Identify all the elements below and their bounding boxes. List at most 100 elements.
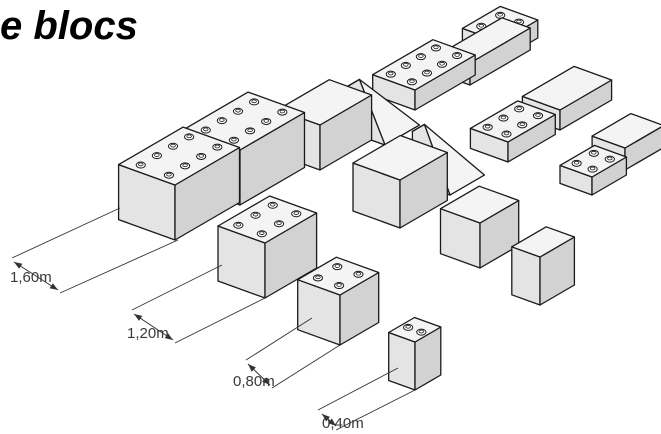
dimension-0-80m-arrow-start	[248, 364, 256, 372]
blocks-group	[117, 5, 661, 391]
stud-rim	[424, 70, 430, 75]
dimension-1-20m-arrow-start	[134, 314, 143, 321]
stud-rim	[418, 329, 425, 334]
stud-rim	[203, 127, 209, 132]
block-right-studded-small	[559, 144, 628, 196]
stud-rim	[263, 119, 269, 123]
ext-0-40-b	[335, 389, 416, 431]
ext-1-60-b	[59, 239, 179, 294]
stud-rim	[138, 162, 144, 167]
block-back-studded-long	[372, 39, 476, 111]
stud-rim	[388, 71, 394, 76]
dimension-1-60m-arrow-start	[14, 262, 23, 269]
stud-rim	[166, 172, 172, 177]
dimension-1-60m-stroke	[13, 261, 59, 291]
dimension-1-20m-arrow-end	[164, 333, 173, 340]
block-right-studded-mid-top-face	[469, 100, 556, 143]
stud-rim	[573, 160, 580, 165]
page-title: e blocs	[0, 4, 138, 48]
dimension-label-1-60: 1,60m	[10, 269, 52, 286]
block-right-studded-mid	[469, 100, 556, 163]
dimension-0-40m-arrow-end	[328, 418, 336, 426]
block-plain-upright	[511, 226, 576, 306]
stud-rim	[276, 221, 282, 225]
stud-rim	[334, 264, 340, 268]
block-mid-plain-small	[439, 185, 520, 269]
block-0-40m-top-face	[388, 316, 442, 343]
stud-rim	[279, 109, 286, 114]
ext-1-20-b	[174, 297, 266, 344]
stud-rim	[535, 113, 541, 117]
ext-1-20-a	[131, 264, 223, 311]
stud-rim	[454, 53, 460, 57]
dimension-label-1-20: 1,20m	[127, 325, 169, 342]
stud-rim	[439, 61, 445, 66]
ext-0-40-a	[317, 367, 399, 411]
stud-rim	[198, 154, 204, 158]
dimension-1-20m	[133, 313, 174, 341]
stud-rim	[231, 137, 237, 142]
block-far-right-plain-top-face	[591, 112, 661, 149]
stud-rim	[186, 134, 192, 139]
ext-0-80-a	[245, 317, 313, 361]
block-0-80m-top-face	[297, 256, 380, 296]
stud-rim	[247, 128, 253, 133]
dimension-0-80m	[247, 363, 271, 386]
stud-rim	[484, 124, 491, 129]
block-mid-plain-cube	[352, 134, 448, 229]
stud-rim	[315, 275, 321, 280]
stud-rim	[519, 122, 525, 127]
block-1-60m	[117, 126, 241, 241]
stud-rim	[235, 108, 241, 113]
dimension-0-40m-arrow-start	[322, 414, 330, 422]
stud-rim	[503, 131, 510, 136]
stud-rim	[497, 12, 503, 17]
dimension-0-40m	[321, 413, 337, 427]
stud-rim	[270, 202, 276, 207]
stud-rim	[182, 163, 188, 168]
stud-rim	[219, 118, 225, 122]
block-back-ramp-cap	[346, 78, 361, 88]
dimension-lines	[11, 207, 416, 431]
block-1-20m-top-face	[217, 195, 318, 244]
dimension-0-80m-arrow-end	[262, 377, 270, 385]
stud-rim	[214, 144, 221, 149]
block-back-studded-long-top-face	[372, 39, 476, 91]
block-mid-ramp-cap	[411, 123, 426, 133]
block-1-60m-top-face	[117, 126, 241, 186]
stud-rim	[409, 79, 415, 83]
block-right-studded-small-top-face	[559, 144, 628, 178]
block-1-20m	[217, 195, 318, 299]
stud-rim	[418, 54, 424, 58]
block-0-40m	[388, 316, 442, 391]
stud-rim	[500, 115, 507, 120]
stud-rim	[589, 166, 596, 171]
stud-rim	[516, 106, 522, 111]
stud-rim	[403, 63, 409, 67]
block-mid-plain-cube-top-face	[352, 134, 448, 181]
block-right-plain-mid-top-face	[521, 65, 613, 111]
ext-1-60-a	[11, 207, 121, 259]
dimension-label-0-80: 0,80m	[233, 373, 275, 390]
stud-rim	[293, 211, 299, 215]
stud-rim	[235, 222, 242, 227]
stud-rim	[607, 156, 613, 161]
ext-0-80-b	[271, 344, 341, 389]
stud-rim	[405, 324, 411, 329]
dimension-1-60m-arrow-end	[49, 283, 58, 290]
block-plain-upright-top-face	[511, 226, 576, 258]
stud-rim	[478, 23, 484, 28]
dimension-label-0-40: 0,40m	[322, 415, 364, 432]
stud-rim	[591, 150, 597, 155]
stud-rim	[336, 283, 342, 287]
stud-rim	[170, 143, 176, 148]
stud-rim	[433, 45, 439, 50]
stud-rim	[251, 99, 257, 104]
block-0-80m	[297, 256, 380, 346]
dimension-1-60m	[13, 261, 59, 291]
stud-rim	[154, 153, 160, 157]
stud-rim	[355, 271, 362, 276]
block-mid-plain-small-top-face	[439, 185, 520, 224]
block-far-right-plain-right-face	[624, 126, 661, 171]
